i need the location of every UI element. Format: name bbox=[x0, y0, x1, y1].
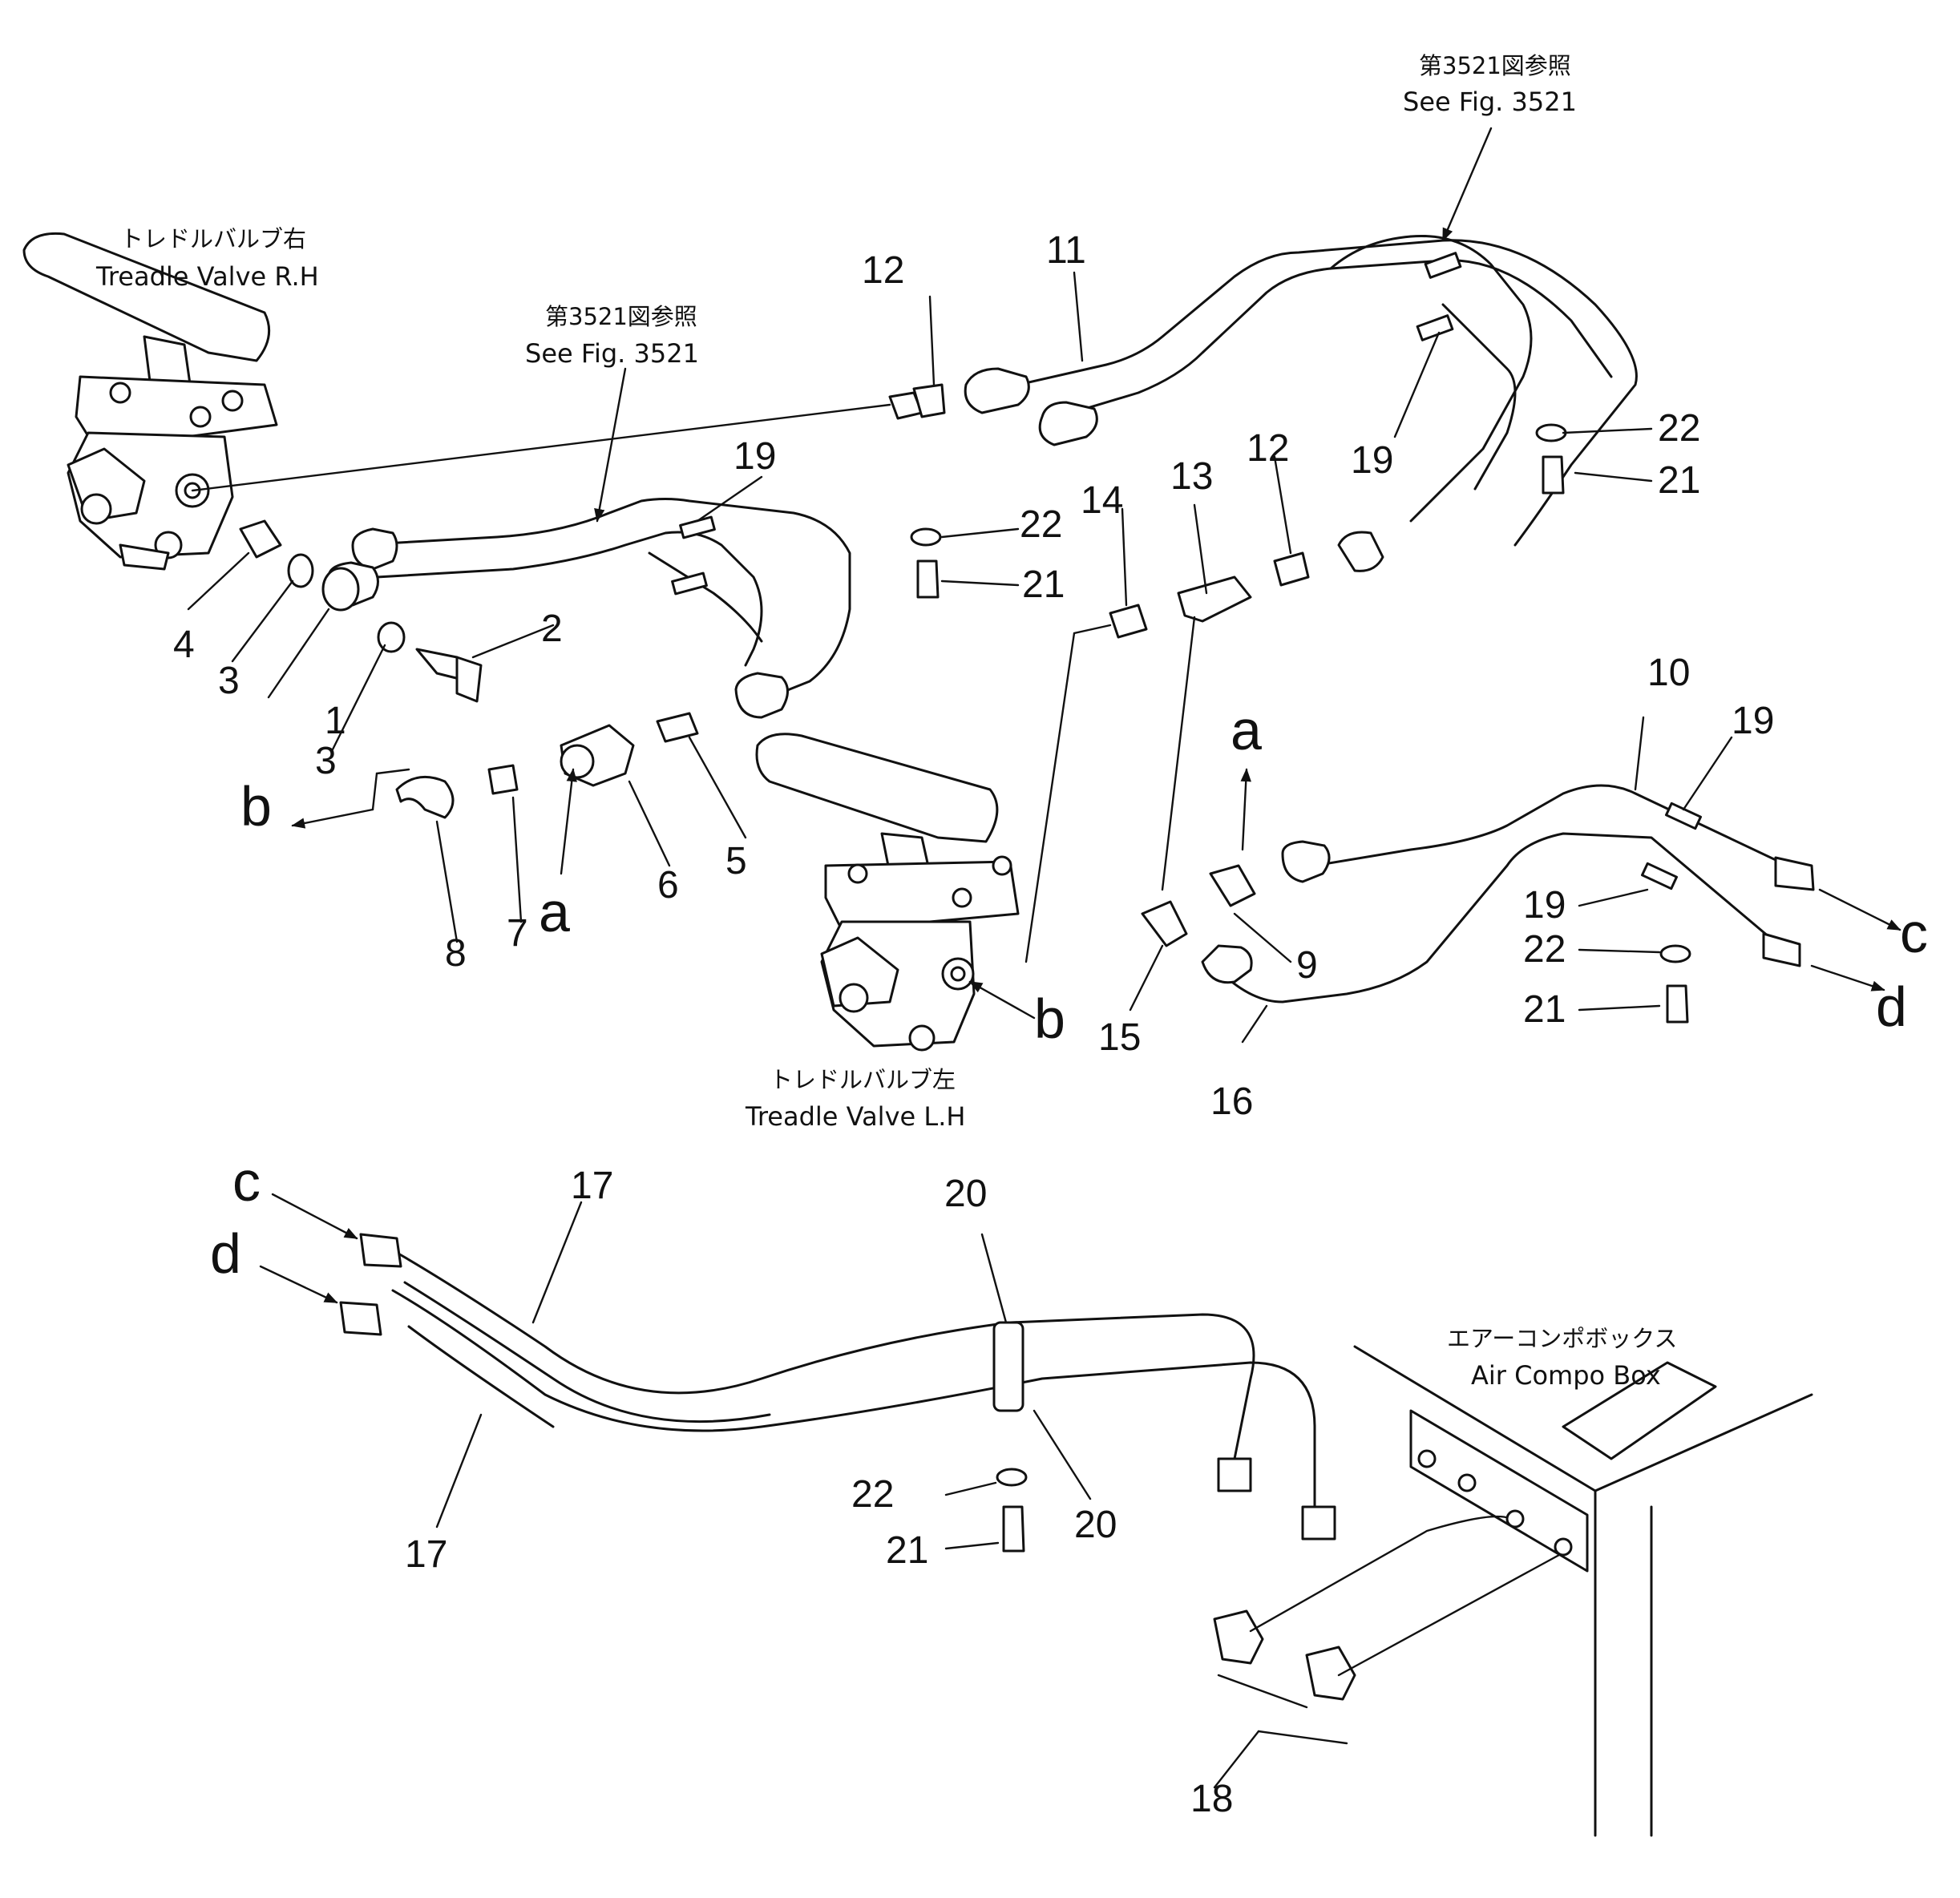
connector-a-right: a bbox=[1231, 699, 1262, 761]
part-label-5: 5 bbox=[725, 840, 747, 882]
part-label-16: 16 bbox=[1210, 1080, 1253, 1123]
connector-b-left: b bbox=[240, 775, 272, 838]
part-label-6: 6 bbox=[657, 864, 679, 907]
fig-ref-top-jp: 第3521図参照 bbox=[1419, 52, 1571, 79]
part-label-21a: 21 bbox=[1022, 563, 1065, 606]
part-label-13: 13 bbox=[1170, 455, 1213, 498]
tube-mid bbox=[327, 498, 851, 719]
valve-rh-jp: トレドルバルブ右 bbox=[120, 225, 306, 252]
part-label-1: 1 bbox=[325, 700, 346, 742]
part-label-19c: 19 bbox=[1732, 700, 1774, 742]
part-label-9: 9 bbox=[1296, 944, 1318, 987]
connector-a-left: a bbox=[539, 881, 570, 943]
part-label-21b: 21 bbox=[1658, 459, 1700, 502]
leaders bbox=[187, 127, 1901, 1789]
connector-letters: a a b b c c d d bbox=[210, 699, 1928, 1285]
connector-b-right: b bbox=[1034, 987, 1065, 1050]
captions: 第3521図参照 See Fig. 3521 第3521図参照 See Fig.… bbox=[95, 52, 1677, 1391]
part-label-3a: 3 bbox=[218, 660, 240, 702]
part-label-15: 15 bbox=[1098, 1016, 1141, 1059]
tubes-10-16 bbox=[1201, 784, 1815, 1024]
part-label-10: 10 bbox=[1647, 652, 1690, 694]
valve-rh-en: Treadle Valve R.H bbox=[95, 261, 319, 292]
part-label-8: 8 bbox=[445, 932, 467, 975]
connector-d-left: d bbox=[210, 1222, 241, 1285]
part-label-19a: 19 bbox=[733, 435, 776, 478]
treadle-valve-lh bbox=[755, 733, 1020, 1052]
part-label-19d: 19 bbox=[1523, 884, 1566, 927]
part-label-22b: 22 bbox=[1658, 407, 1700, 450]
elbows-18 bbox=[1213, 1515, 1561, 1709]
connector-c-right: c bbox=[1900, 902, 1928, 964]
part-label-12b: 12 bbox=[1247, 427, 1289, 470]
valve-lh-jp: トレドルバルブ左 bbox=[770, 1066, 956, 1093]
part-label-17b: 17 bbox=[405, 1533, 447, 1576]
valve-lh-en: Treadle Valve L.H bbox=[745, 1101, 965, 1132]
part-label-2: 2 bbox=[541, 608, 563, 650]
fig-ref-top-en: See Fig. 3521 bbox=[1403, 87, 1577, 117]
fig-ref-mid-jp: 第3521図参照 bbox=[545, 303, 697, 330]
part-label-17a: 17 bbox=[571, 1165, 613, 1207]
part-label-22d: 22 bbox=[851, 1473, 894, 1516]
part-label-18: 18 bbox=[1190, 1778, 1233, 1820]
part-label-21d: 21 bbox=[886, 1529, 928, 1572]
part-label-22a: 22 bbox=[1020, 503, 1062, 546]
fig-ref-mid-en: See Fig. 3521 bbox=[525, 338, 699, 369]
box-en: Air Compo Box bbox=[1471, 1360, 1661, 1391]
part-label-14: 14 bbox=[1081, 479, 1123, 522]
air-compo-box bbox=[1353, 1345, 1813, 1837]
tube-11 bbox=[964, 234, 1638, 547]
part-label-11: 11 bbox=[1046, 229, 1086, 272]
hoses-17 bbox=[339, 1233, 1336, 1553]
part-label-4: 4 bbox=[173, 624, 195, 666]
part-label-20a: 20 bbox=[944, 1173, 987, 1215]
part-numbers: 1 2 3 3 4 5 6 7 8 9 10 11 12 12 13 14 15… bbox=[173, 229, 1774, 1820]
part-label-12a: 12 bbox=[862, 249, 904, 292]
part-label-7: 7 bbox=[507, 912, 528, 955]
fittings bbox=[239, 383, 1567, 947]
treadle-valve-rh bbox=[22, 232, 278, 571]
connector-c-left: c bbox=[232, 1150, 261, 1213]
connector-d-right: d bbox=[1876, 975, 1907, 1038]
leader-valve-to-12 bbox=[191, 403, 891, 492]
part-label-20b: 20 bbox=[1074, 1504, 1117, 1546]
part-label-22c: 22 bbox=[1523, 928, 1566, 971]
part-label-19b: 19 bbox=[1351, 439, 1393, 482]
box-jp: エアーコンポボックス bbox=[1447, 1325, 1677, 1352]
part-label-3b: 3 bbox=[315, 740, 337, 782]
part-label-21c: 21 bbox=[1523, 988, 1566, 1031]
